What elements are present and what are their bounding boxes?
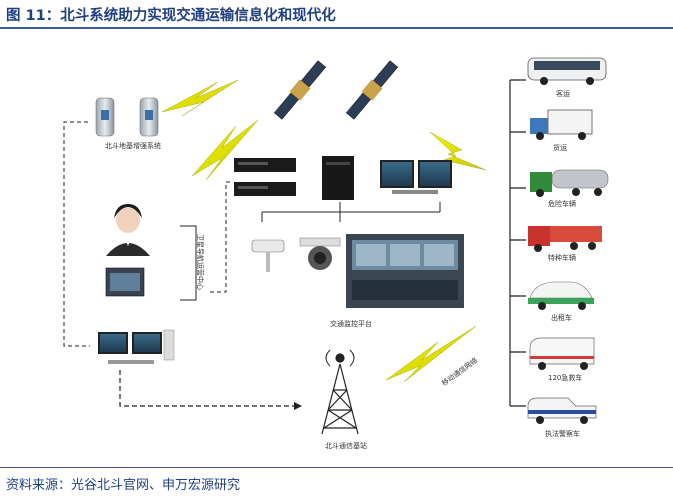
signal-bolt-icon <box>385 325 477 383</box>
signal-bolt-icon <box>429 131 487 171</box>
server-tower-icon <box>322 156 354 200</box>
box-truck-icon <box>530 109 593 140</box>
ground-station-tank-icon <box>95 97 159 137</box>
vehicle-label: 执法警察车 <box>545 429 580 438</box>
special-truck-icon <box>528 226 602 252</box>
vehicle-label: 客运 <box>556 89 570 98</box>
signal-bolt-icon <box>191 119 259 181</box>
ambulance-icon <box>529 337 595 370</box>
nav-center-label: 卫星导航运营中心 <box>196 234 205 290</box>
system-diagram: 北斗地基增强系统 卫星导航运营中心 <box>63 57 609 450</box>
vehicle-label: 120急救车 <box>548 373 582 382</box>
signal-bolt-icon <box>161 79 239 117</box>
vehicle-tree-lines <box>509 79 526 407</box>
title-divider <box>0 27 673 29</box>
network-bus <box>261 202 441 222</box>
vehicle-label: 货运 <box>553 143 567 152</box>
satellite-icon <box>345 60 399 120</box>
monitor-pair-icon <box>380 160 452 194</box>
comm-link-label: 移动通信网络 <box>440 356 479 388</box>
police-vehicle-icon <box>527 397 597 424</box>
figure-title: 图 11：北斗系统助力实现交通运输信息化和现代化 <box>6 8 336 24</box>
dashed-link-left <box>63 121 90 347</box>
source-note: 资料来源：光谷北斗官网、申万宏源研究 <box>6 478 241 493</box>
taxi-icon <box>528 281 594 310</box>
control-room-photo <box>346 234 464 308</box>
server-rack-icon <box>105 267 145 297</box>
dashed-link-center <box>210 181 232 293</box>
tanker-truck-icon <box>530 169 609 197</box>
workstation-icon <box>98 329 175 364</box>
dome-camera-icon <box>299 237 341 270</box>
dvr-recorder-icon <box>234 158 296 196</box>
vehicle-label: 特种车辆 <box>548 253 576 262</box>
comm-tower-icon <box>321 349 359 435</box>
traffic-platform-label: 交通监控平台 <box>330 319 372 328</box>
ground-enhancement-label: 北斗地基增强系统 <box>105 141 161 150</box>
vehicle-label: 危险车辆 <box>548 199 576 208</box>
footer-divider <box>0 467 673 468</box>
nav-center-bracket <box>180 225 197 301</box>
comm-base-label: 北斗通信基站 <box>325 441 367 450</box>
bus-icon <box>527 57 607 85</box>
vehicle-label: 出租车 <box>551 313 572 322</box>
dashed-link-bottom <box>119 370 296 407</box>
operator-icon <box>106 204 150 256</box>
cctv-camera-icon <box>251 239 285 272</box>
satellite-icon <box>273 60 327 120</box>
